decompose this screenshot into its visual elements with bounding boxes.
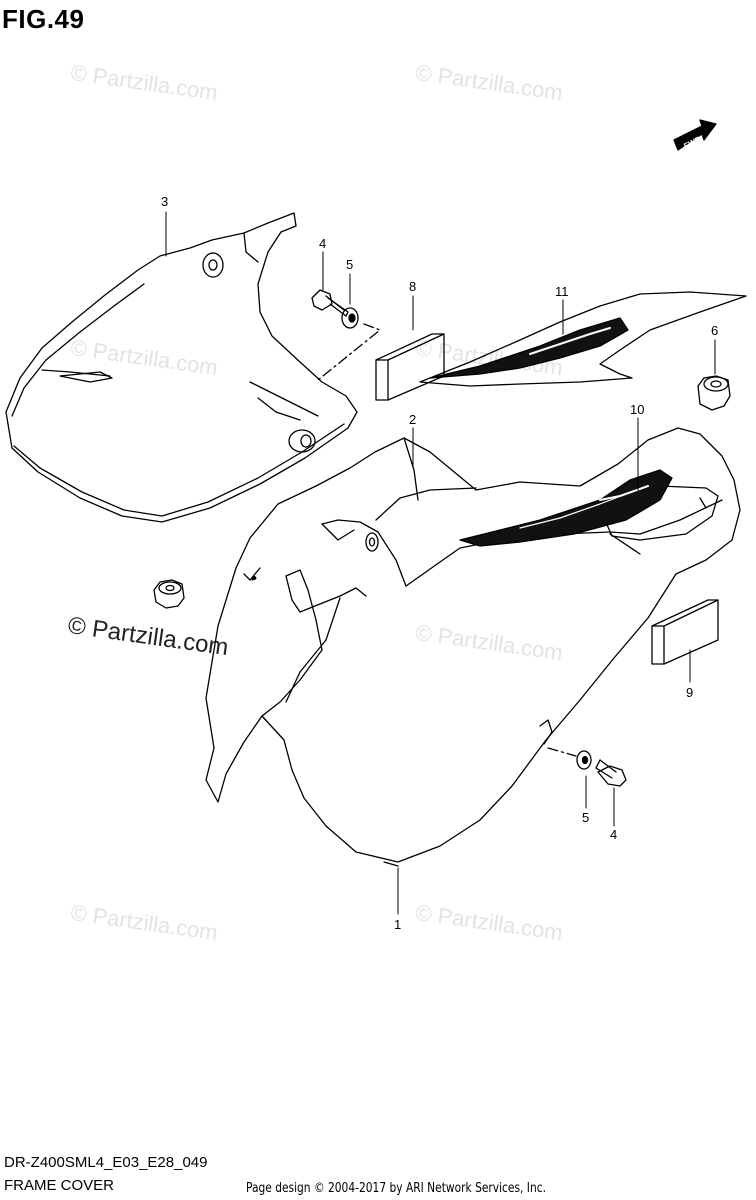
assembly-lines xyxy=(317,323,577,757)
part-2-panel-edge xyxy=(403,437,419,501)
callout-5-upper: 5 xyxy=(346,257,353,272)
callout-10: 10 xyxy=(630,402,644,417)
callout-3: 3 xyxy=(161,194,168,209)
part-11-decal xyxy=(419,291,747,387)
callouts: 3 4 5 8 11 6 2 10 9 5 4 1 xyxy=(161,194,718,932)
part-4-bolt-upper xyxy=(311,289,349,317)
callout-11: 11 xyxy=(555,284,569,299)
callout-9: 9 xyxy=(686,685,693,700)
part-8-pad xyxy=(375,333,445,401)
part-5-washer-upper xyxy=(341,307,359,329)
figure-name: FRAME COVER xyxy=(4,1177,115,1194)
copyright-credit: Page design © 2004-2017 by ARI Network S… xyxy=(246,1181,546,1196)
figure-code: DR-Z400SML4_E03_E28_049 xyxy=(4,1154,208,1171)
grommet-left xyxy=(153,579,185,609)
fwd-arrow-icon: FWD xyxy=(673,119,717,151)
part-6-grommet xyxy=(697,375,731,411)
part-9-pad xyxy=(651,599,719,665)
part-10-decal xyxy=(459,469,673,547)
callout-4-lower: 4 xyxy=(610,827,617,842)
part-3-left-frame-cover xyxy=(5,212,358,523)
callout-8: 8 xyxy=(409,279,416,294)
callout-6: 6 xyxy=(711,323,718,338)
callout-4-upper: 4 xyxy=(319,236,326,251)
callout-1: 1 xyxy=(394,917,401,932)
leader-lines xyxy=(165,211,716,915)
figure-title: FIG.49 xyxy=(2,4,85,34)
part-4-bolt-lower xyxy=(595,759,627,787)
callout-5-lower: 5 xyxy=(582,810,589,825)
callout-2: 2 xyxy=(409,412,416,427)
part-5-washer-lower xyxy=(576,750,592,770)
